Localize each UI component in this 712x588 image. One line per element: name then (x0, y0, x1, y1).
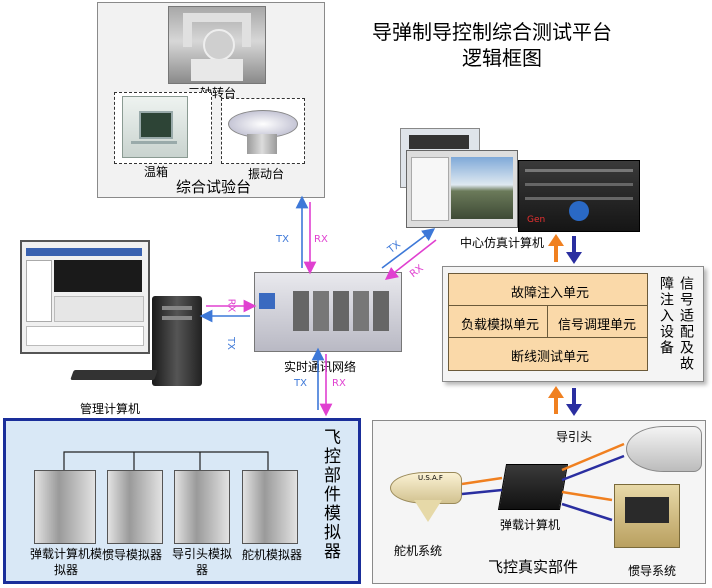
simulator-unit-label-2: 惯导模拟器 (102, 548, 163, 562)
up-arrow-bottom (548, 386, 564, 398)
servo-wire-blue (461, 488, 503, 496)
servo-label: 舵机系统 (394, 544, 443, 558)
temperature-chamber-image (122, 96, 188, 158)
temperature-chamber-label: 温箱 (144, 165, 169, 179)
ins-wire-blue (561, 502, 613, 522)
signal-cond-unit: 信号调理单元 (548, 306, 647, 338)
simulator-rack-1 (34, 470, 96, 544)
mgmt-tx-label: TX (224, 337, 236, 350)
page-subtitle: 逻辑框图 (462, 46, 542, 70)
ins-wire-orange (561, 490, 613, 502)
down-arrow-top (566, 252, 582, 264)
break-test-unit: 断线测试单元 (449, 338, 647, 370)
seeker-wire-blue (561, 454, 625, 482)
mgmt-tower-image (152, 296, 202, 386)
simulator-rack-4 (242, 470, 298, 544)
simulator-unit-label-3: 导引头模拟器 (171, 547, 232, 577)
network-switch-image (254, 272, 402, 352)
load-sim-label: 负载模拟单元 (461, 318, 540, 333)
seeker-label: 导引头 (556, 430, 593, 444)
vibration-table-base (247, 134, 277, 154)
bench-tx-label: TX (276, 234, 289, 245)
sim-tx-line (381, 228, 436, 269)
rack-logo: Gen (527, 215, 546, 225)
monitor-front-image (406, 150, 518, 228)
sim-rx-line (384, 239, 437, 280)
mgmt-computer-label: 管理计算机 (80, 402, 141, 416)
sim-panel-rx-label: RX (332, 378, 346, 389)
sim-panel-tx-label: TX (294, 378, 307, 389)
vibration-table-image (228, 110, 298, 138)
mgmt-rx-label: RX (225, 298, 237, 313)
onboard-computer-label: 弹载计算机 (500, 518, 561, 532)
servo-wire-orange (461, 476, 503, 486)
sim-computer-label: 中心仿真计算机 (460, 236, 545, 250)
network-label: 实时通讯网络 (284, 360, 357, 374)
down-arrow-bottom (566, 404, 582, 416)
vibration-table-label: 振动台 (248, 167, 285, 181)
ins-label: 惯导系统 (628, 564, 677, 578)
test-bench-label: 综合试验台 (176, 178, 252, 196)
seeker-image (626, 426, 702, 472)
missile-body-image (390, 472, 462, 504)
mgmt-monitor-image (20, 240, 150, 354)
missile-marking: U.S.A.F (418, 474, 443, 482)
bench-rx-label: RX (314, 234, 328, 245)
simulator-unit-label-1: 弹载计算机模拟器 (29, 547, 102, 577)
fault-injection-label: 故障注入单元 (511, 286, 590, 301)
turntable-image (168, 6, 266, 84)
signal-units-block: 故障注入单元 负载模拟单元 信号调理单元 断线测试单元 (448, 273, 648, 371)
simulator-panel-vertical-label: 飞控部件模拟器 (320, 428, 340, 561)
simulator-rack-3 (174, 470, 230, 544)
seeker-wire-orange (561, 442, 625, 472)
up-arrow-top (548, 234, 564, 246)
server-rack-image: Gen (518, 160, 640, 232)
page-title: 导弹制导控制综合测试平台 (372, 20, 612, 44)
real-panel-label: 飞控真实部件 (488, 558, 579, 576)
fault-injection-unit: 故障注入单元 (449, 274, 647, 306)
simulator-bus (63, 451, 269, 470)
simulator-rack-2 (107, 470, 163, 544)
ins-image (614, 484, 680, 548)
missile-fin-image (414, 500, 442, 522)
load-sim-unit: 负载模拟单元 (449, 306, 548, 338)
signal-cond-label: 信号调理单元 (558, 318, 637, 333)
simulator-unit-label-4: 舵机模拟器 (242, 548, 303, 562)
break-test-label: 断线测试单元 (511, 350, 590, 365)
signal-panel-vertical-label: 信号适配及故障注入设备 (658, 276, 694, 372)
